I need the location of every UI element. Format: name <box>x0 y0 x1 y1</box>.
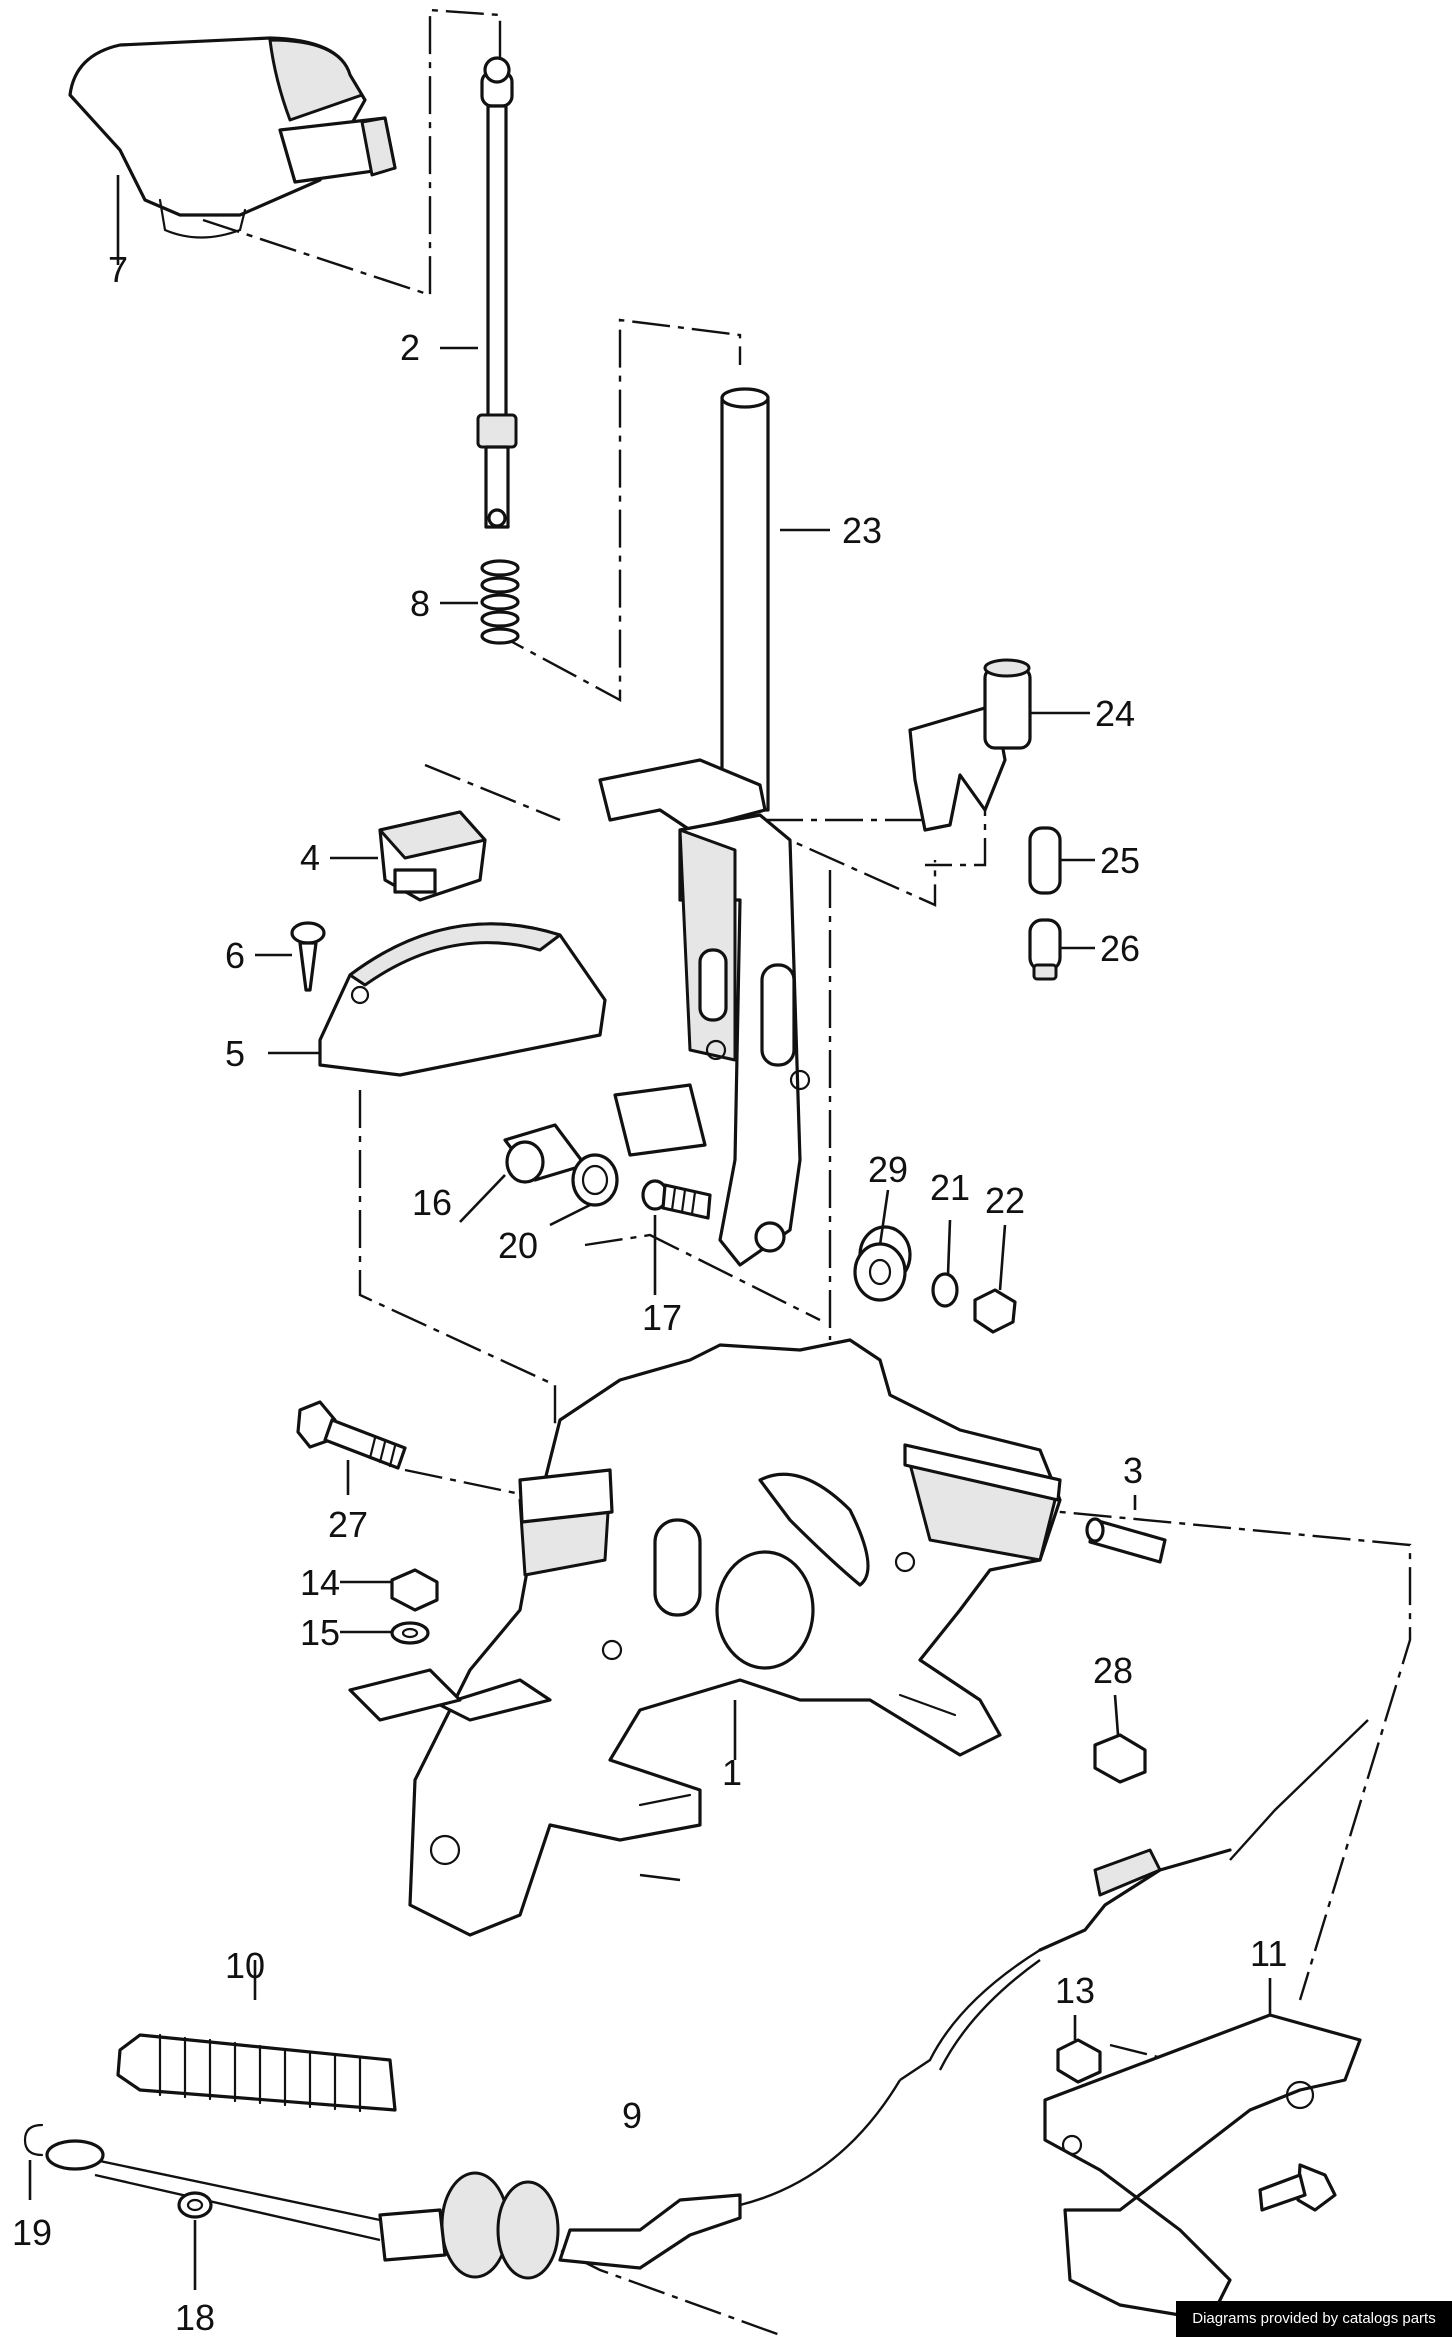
callout-13: 13 <box>1055 1970 1095 2011</box>
callout-16: 16 <box>412 1182 452 1223</box>
callout-5: 5 <box>225 1033 245 1074</box>
bracket-nut <box>1056 2038 1102 2084</box>
callout-26: 26 <box>1100 928 1140 969</box>
nut-left <box>390 1568 439 1612</box>
bolt <box>296 1400 407 1470</box>
callout-20: 20 <box>498 1225 538 1266</box>
callout-labels: 7 2 23 8 24 4 25 6 26 5 29 21 22 16 20 1… <box>12 249 1287 2337</box>
small-washer <box>177 2191 213 2219</box>
callout-18: 18 <box>175 2297 215 2337</box>
callout-4: 4 <box>300 837 320 878</box>
selector-cable <box>45 1719 1369 2280</box>
callout-17: 17 <box>642 1297 682 1338</box>
callout-3: 3 <box>1123 1450 1143 1491</box>
shifter-base-bracket <box>348 1338 1062 1937</box>
spring <box>480 559 520 645</box>
callout-27: 27 <box>328 1504 368 1545</box>
screw <box>290 921 326 992</box>
callout-24: 24 <box>1095 693 1135 734</box>
bushing-set <box>503 1083 712 1220</box>
cable-boot <box>116 2033 397 2113</box>
callout-29: 29 <box>868 1149 908 1190</box>
bulb-holder <box>908 658 1062 981</box>
bracket-bolt <box>1258 2163 1337 2212</box>
washer <box>390 1621 430 1645</box>
pin <box>1085 1517 1167 1564</box>
callout-10: 10 <box>225 1945 265 1986</box>
shift-knob <box>68 36 397 239</box>
callout-11: 11 <box>1250 1933 1287 1974</box>
callout-19: 19 <box>12 2212 52 2253</box>
callout-6: 6 <box>225 935 245 976</box>
indicator-cover <box>318 922 607 1077</box>
callout-9: 9 <box>622 2095 642 2136</box>
callout-14: 14 <box>300 1562 340 1603</box>
selector-lever <box>598 387 811 1267</box>
callout-7: 7 <box>108 249 128 290</box>
assembly-dash-lines <box>202 8 1412 2337</box>
diagram-credit-banner: Diagrams provided by catalogs parts <box>1176 2301 1452 2337</box>
circlip <box>23 2123 44 2157</box>
relay-module <box>378 810 487 902</box>
callout-leaders <box>28 175 1272 2290</box>
callout-8: 8 <box>410 583 430 624</box>
callout-25: 25 <box>1100 840 1140 881</box>
spring-nut-set <box>853 1225 1017 1334</box>
callout-1: 1 <box>722 1752 742 1793</box>
callout-2: 2 <box>400 327 420 368</box>
callout-28: 28 <box>1093 1650 1133 1691</box>
callout-21: 21 <box>930 1167 970 1208</box>
callout-22: 22 <box>985 1180 1025 1221</box>
nut-right <box>1093 1733 1147 1784</box>
callout-15: 15 <box>300 1612 340 1653</box>
shift-rod <box>476 56 518 529</box>
callout-23: 23 <box>842 510 882 551</box>
